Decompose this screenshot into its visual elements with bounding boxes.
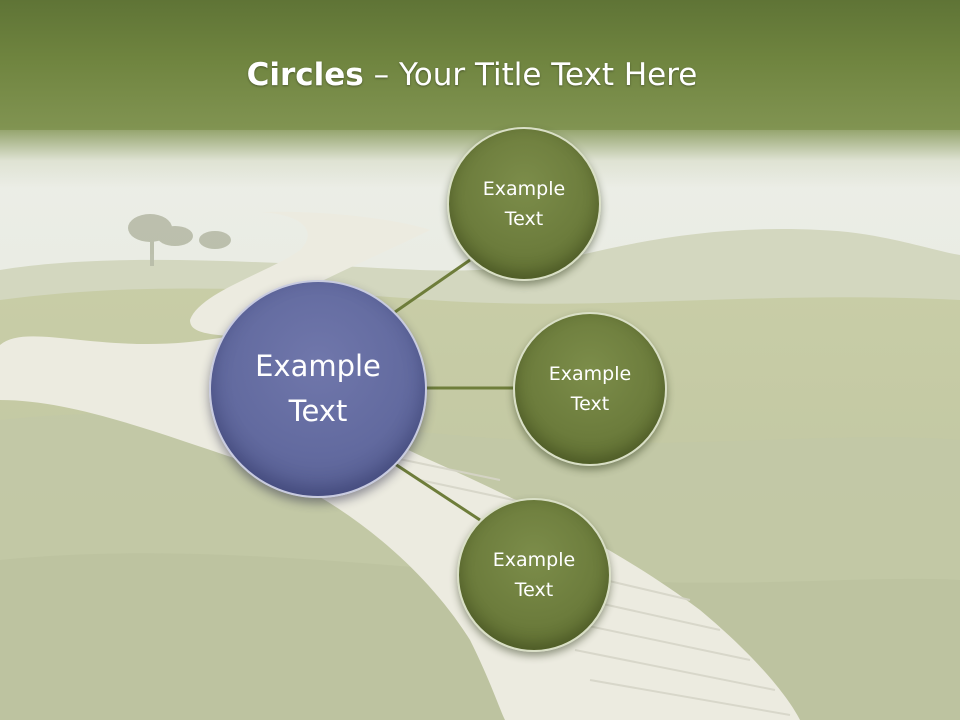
slide-title-rest: – Your Title Text Here bbox=[363, 57, 698, 93]
satellite-circle-top-line1: Example bbox=[482, 178, 566, 200]
connector-line-bottom bbox=[394, 462, 481, 522]
title-bar bbox=[0, 0, 960, 130]
satellite-circle-middle-line2: Text bbox=[570, 393, 610, 415]
satellite-circle-top-line2: Text bbox=[504, 208, 544, 230]
slide-title: Circles – Your Title Text Here bbox=[0, 52, 944, 98]
center-circle-line2: Text bbox=[288, 394, 348, 428]
connector-line-top bbox=[394, 258, 471, 314]
satellite-circle-middle-line1: Example bbox=[548, 363, 632, 385]
satellite-circle-bottom-line2: Text bbox=[514, 579, 554, 601]
center-circle[interactable]: Example Text bbox=[209, 280, 427, 498]
center-circle-line1: Example bbox=[255, 349, 381, 383]
satellite-circle-bottom[interactable]: Example Text bbox=[457, 498, 611, 652]
satellite-circle-top[interactable]: Example Text bbox=[447, 127, 601, 281]
satellite-circle-middle[interactable]: Example Text bbox=[513, 312, 667, 466]
satellite-circle-bottom-line1: Example bbox=[492, 549, 576, 571]
slide-title-bold: Circles bbox=[246, 57, 364, 93]
